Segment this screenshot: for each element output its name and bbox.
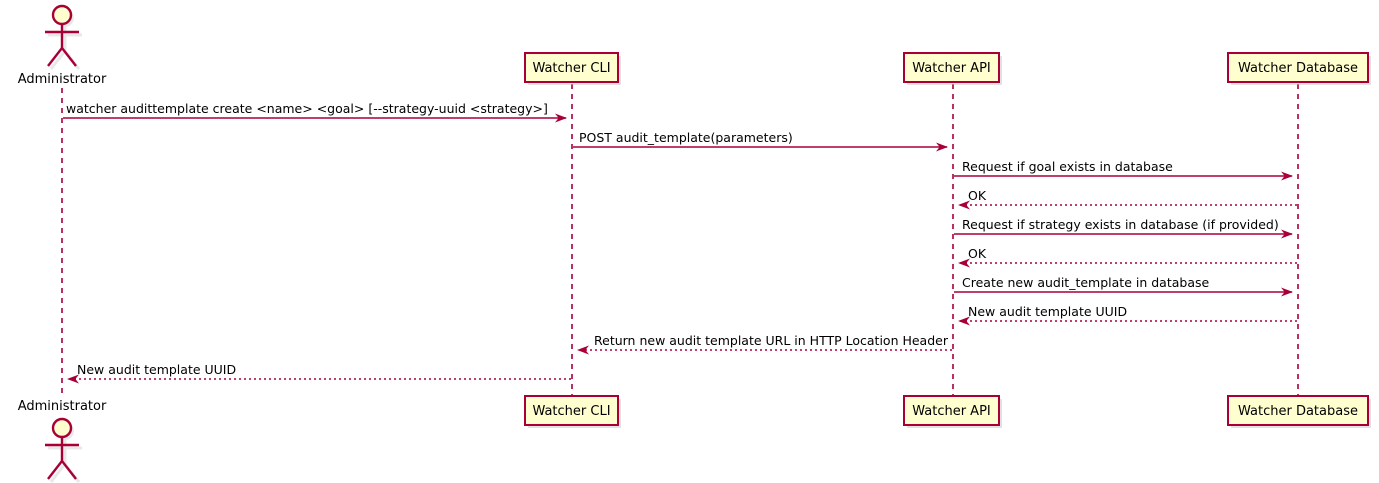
message-label: OK bbox=[968, 188, 987, 203]
message-label: OK bbox=[968, 246, 987, 261]
participant-label-watcher-database-bottom: Watcher Database bbox=[1238, 404, 1358, 419]
message-label: New audit template UUID bbox=[77, 362, 236, 377]
participant-box[interactable] bbox=[1227, 52, 1369, 83]
participant-watcher-cli-bottom[interactable]: Watcher CLI bbox=[524, 395, 621, 428]
actor-head-icon bbox=[51, 4, 73, 26]
participant-watcher-api-bottom[interactable]: Watcher API bbox=[903, 395, 1002, 428]
message-1[interactable]: watcher audittemplate create <name> <goa… bbox=[63, 101, 567, 123]
actor-head-icon bbox=[51, 417, 73, 439]
message-4[interactable]: OK bbox=[958, 188, 1297, 210]
participant-watcher-cli-top[interactable]: Watcher CLI bbox=[524, 52, 621, 85]
participant-watcher-api-top[interactable]: Watcher API bbox=[903, 52, 1002, 85]
participant-box[interactable] bbox=[524, 52, 619, 83]
participant-label-watcher-cli-bottom: Watcher CLI bbox=[532, 404, 610, 419]
participant-box[interactable] bbox=[1227, 395, 1369, 426]
participant-label-watcher-cli-top: Watcher CLI bbox=[532, 61, 610, 76]
message-6[interactable]: OK bbox=[958, 246, 1297, 268]
message-9[interactable]: Return new audit template URL in HTTP Lo… bbox=[577, 333, 952, 355]
message-label: Create new audit_template in database bbox=[962, 275, 1209, 290]
actor-leg-left bbox=[47, 47, 63, 67]
message-3[interactable]: Request if goal exists in database bbox=[954, 159, 1293, 181]
participant-box[interactable] bbox=[524, 395, 619, 426]
participant-watcher-database-top[interactable]: Watcher Database bbox=[1227, 52, 1371, 85]
participant-label-watcher-database-top: Watcher Database bbox=[1238, 61, 1358, 76]
actor-administrator-bottom[interactable]: Administrator bbox=[18, 399, 107, 483]
actor-leg-right bbox=[61, 460, 77, 480]
message-5[interactable]: Request if strategy exists in database (… bbox=[954, 217, 1293, 239]
message-2[interactable]: POST audit_template(parameters) bbox=[573, 130, 948, 152]
message-10[interactable]: New audit template UUID bbox=[67, 362, 571, 384]
actor-label-administrator-top: Administrator bbox=[18, 72, 107, 87]
participant-box[interactable] bbox=[903, 395, 1000, 426]
participant-watcher-database-bottom[interactable]: Watcher Database bbox=[1227, 395, 1371, 428]
message-7[interactable]: Create new audit_template in database bbox=[954, 275, 1293, 297]
actor-leg-left bbox=[47, 460, 63, 480]
message-label: Request if goal exists in database bbox=[962, 159, 1173, 174]
lifelines bbox=[61, 84, 1299, 396]
message-label: POST audit_template(parameters) bbox=[579, 130, 793, 145]
message-label: Return new audit template URL in HTTP Lo… bbox=[594, 333, 949, 348]
actor-administrator-top[interactable]: Administrator bbox=[18, 4, 107, 87]
participant-box[interactable] bbox=[903, 52, 1000, 83]
message-8[interactable]: New audit template UUID bbox=[958, 304, 1297, 326]
message-label: Request if strategy exists in database (… bbox=[962, 217, 1279, 232]
participant-label-watcher-api-top: Watcher API bbox=[912, 61, 991, 76]
participant-label-watcher-api-bottom: Watcher API bbox=[912, 404, 991, 419]
message-label: New audit template UUID bbox=[968, 304, 1127, 319]
message-label: watcher audittemplate create <name> <goa… bbox=[66, 101, 548, 116]
actor-leg-right bbox=[61, 47, 77, 67]
actor-label-administrator-bottom: Administrator bbox=[18, 399, 107, 414]
